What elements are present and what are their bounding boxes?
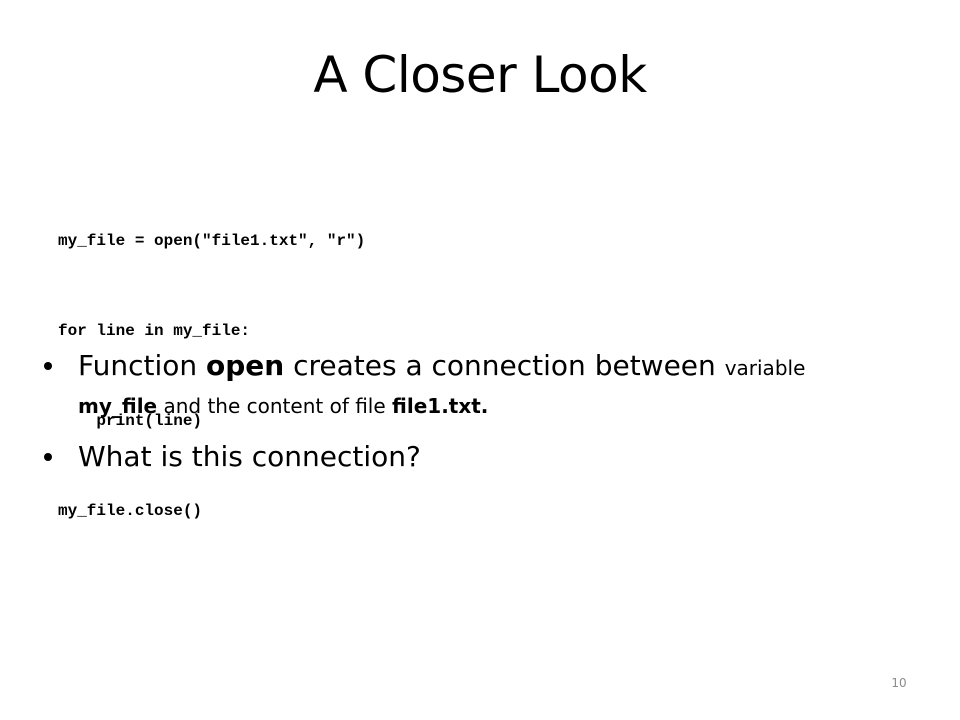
bullet-text: variable: [724, 356, 806, 380]
code-line: my_file.close(): [58, 502, 203, 520]
bullet-emphasis: my_file: [78, 394, 158, 418]
bullet-text: creates a connection between: [284, 349, 725, 382]
bullet-text: Function: [78, 349, 206, 382]
bullet-text: What is this connection?: [78, 440, 421, 473]
code-line: for line in my_file:: [58, 322, 251, 340]
slide-title: A Closer Look: [313, 46, 647, 104]
bullet-item: Function open creates a connection betwe…: [44, 340, 924, 420]
bullet-text: and the content of file: [157, 394, 393, 418]
bullet-emphasis: open: [206, 349, 285, 382]
bullet-item: What is this connection?: [44, 434, 924, 480]
bullet-emphasis: file1.txt.: [392, 394, 489, 418]
bullet-text-line: my_file and the content of file file1.tx…: [78, 392, 924, 420]
bullet-dot-icon: [44, 453, 52, 461]
bullet-dot-icon: [44, 362, 52, 370]
code-line: my_file = open("file1.txt", "r"): [58, 232, 366, 250]
bullet-text-line: Function open creates a connection betwe…: [78, 340, 924, 392]
code-block: my_file = open("file1.txt", "r") for lin…: [58, 166, 365, 556]
code-line: print(line): [58, 412, 203, 430]
page-number: 10: [891, 676, 907, 690]
bullet-list: Function open creates a connection betwe…: [44, 340, 924, 494]
